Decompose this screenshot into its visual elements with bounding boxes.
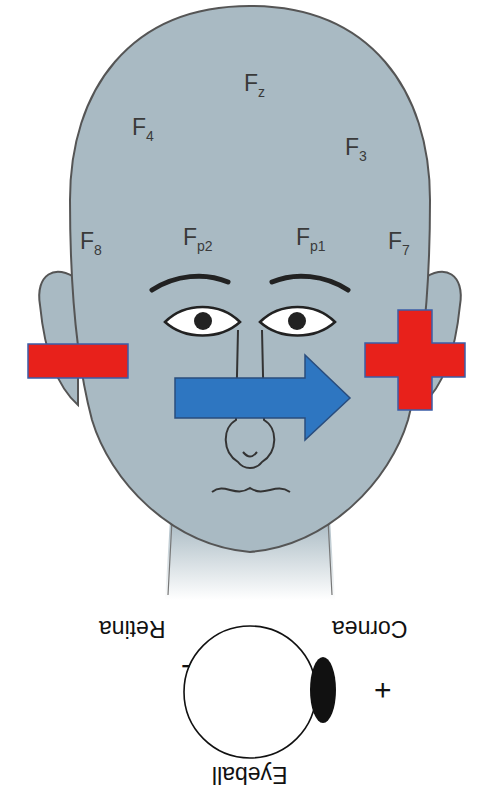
electrode-label: F3 — [345, 136, 367, 163]
electrode-label: Fp1 — [296, 226, 326, 253]
electrode-label: Fp2 — [183, 226, 213, 253]
electrode-label: Fz — [244, 72, 265, 99]
part-name: Retina — [99, 617, 165, 640]
polarity-sign: - — [181, 653, 191, 683]
electrode-label: F8 — [80, 230, 102, 257]
part-name: Cornea — [332, 617, 407, 640]
polarity-sign: + — [374, 675, 392, 705]
electrode-label: F7 — [388, 230, 410, 257]
electrode-label: F4 — [132, 116, 154, 143]
part-name: Eyeball — [212, 763, 287, 786]
